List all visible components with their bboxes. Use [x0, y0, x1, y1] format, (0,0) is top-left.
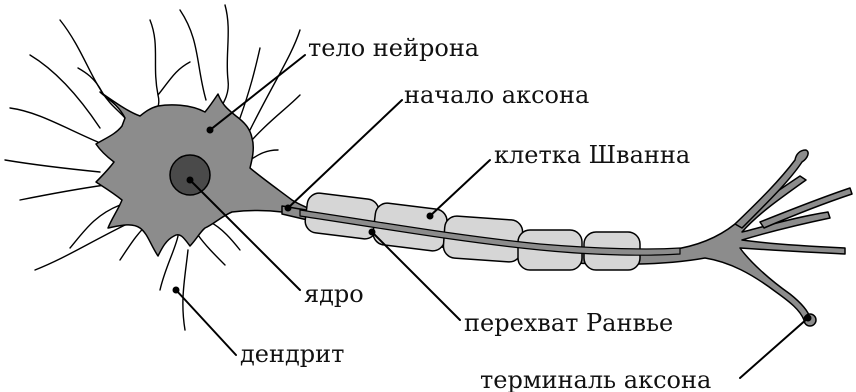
leader-dendrite — [176, 290, 236, 355]
leader-axon-terminal — [740, 318, 808, 378]
label-node-of-ranvier: перехват Ранвье — [464, 309, 673, 337]
label-cell-body: тело нейрона — [308, 34, 479, 62]
leader-dot-axon-hillock — [285, 205, 292, 212]
label-dendrite: дендрит — [240, 340, 344, 368]
leader-dot-node-of-ranvier — [369, 229, 376, 236]
leader-schwann-cell — [430, 160, 490, 216]
leader-dot-dendrite — [173, 287, 180, 294]
nucleus — [170, 155, 210, 195]
myelin-sheath — [304, 192, 640, 270]
label-nucleus: ядро — [304, 280, 364, 308]
axon-branch-upper — [735, 150, 808, 228]
leader-axon-hillock — [288, 100, 402, 208]
label-axon-hillock: начало аксона — [404, 81, 589, 109]
leader-cell-body — [210, 55, 305, 130]
leader-dot-schwann-cell — [427, 213, 434, 220]
leader-dot-cell-body — [207, 127, 214, 134]
label-schwann-cell: клетка Шванна — [494, 141, 690, 169]
label-axon-terminal: терминаль аксона — [480, 366, 711, 392]
leader-dot-nucleus — [187, 177, 194, 184]
leader-dot-axon-terminal — [805, 315, 812, 322]
